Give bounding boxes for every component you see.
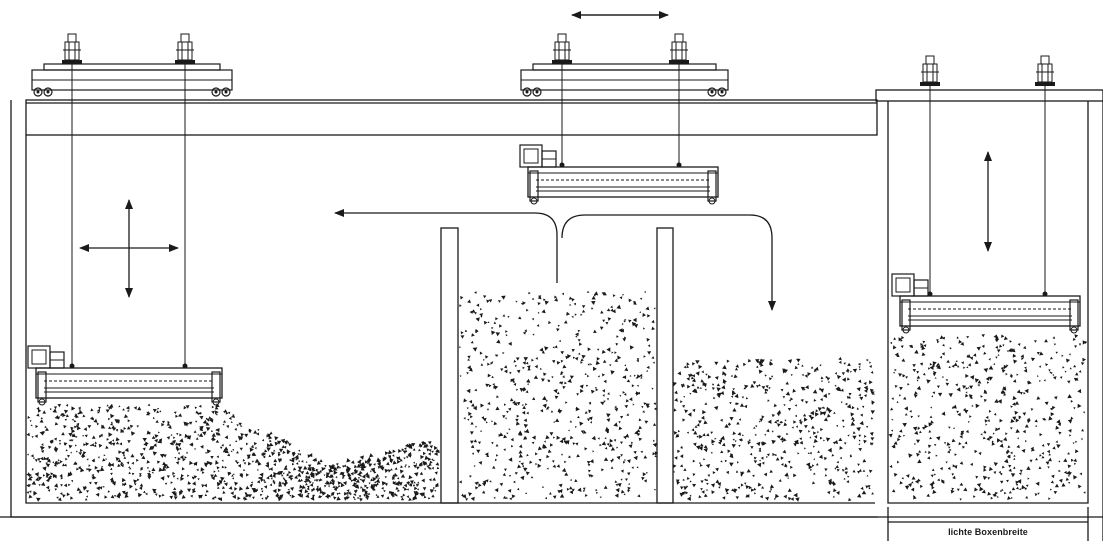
material-pile-middle [458,290,659,501]
crane-left-grab [27,64,223,406]
cranes [27,33,1081,406]
box-width-label: lichte Boxenbreite [948,527,1028,537]
crane-right-grab [891,86,1081,334]
divider-wall-left [440,227,459,504]
right-box [0,89,1103,541]
crane-right-trolley [920,55,1055,86]
material-pile-left [26,403,440,502]
crane-center-bridge [520,33,729,97]
crane-center-grab [519,64,719,205]
material-piles [26,290,1088,502]
crane-runway-beam [25,99,878,136]
flow-arrow-right [561,214,776,311]
right-runway-beam [875,89,1103,102]
material-pile-box [888,334,1088,501]
material-pile-right [672,356,875,502]
flow-arrow-left [334,209,558,283]
crane-left-bridge [31,33,233,97]
divider-wall-right [656,227,674,504]
